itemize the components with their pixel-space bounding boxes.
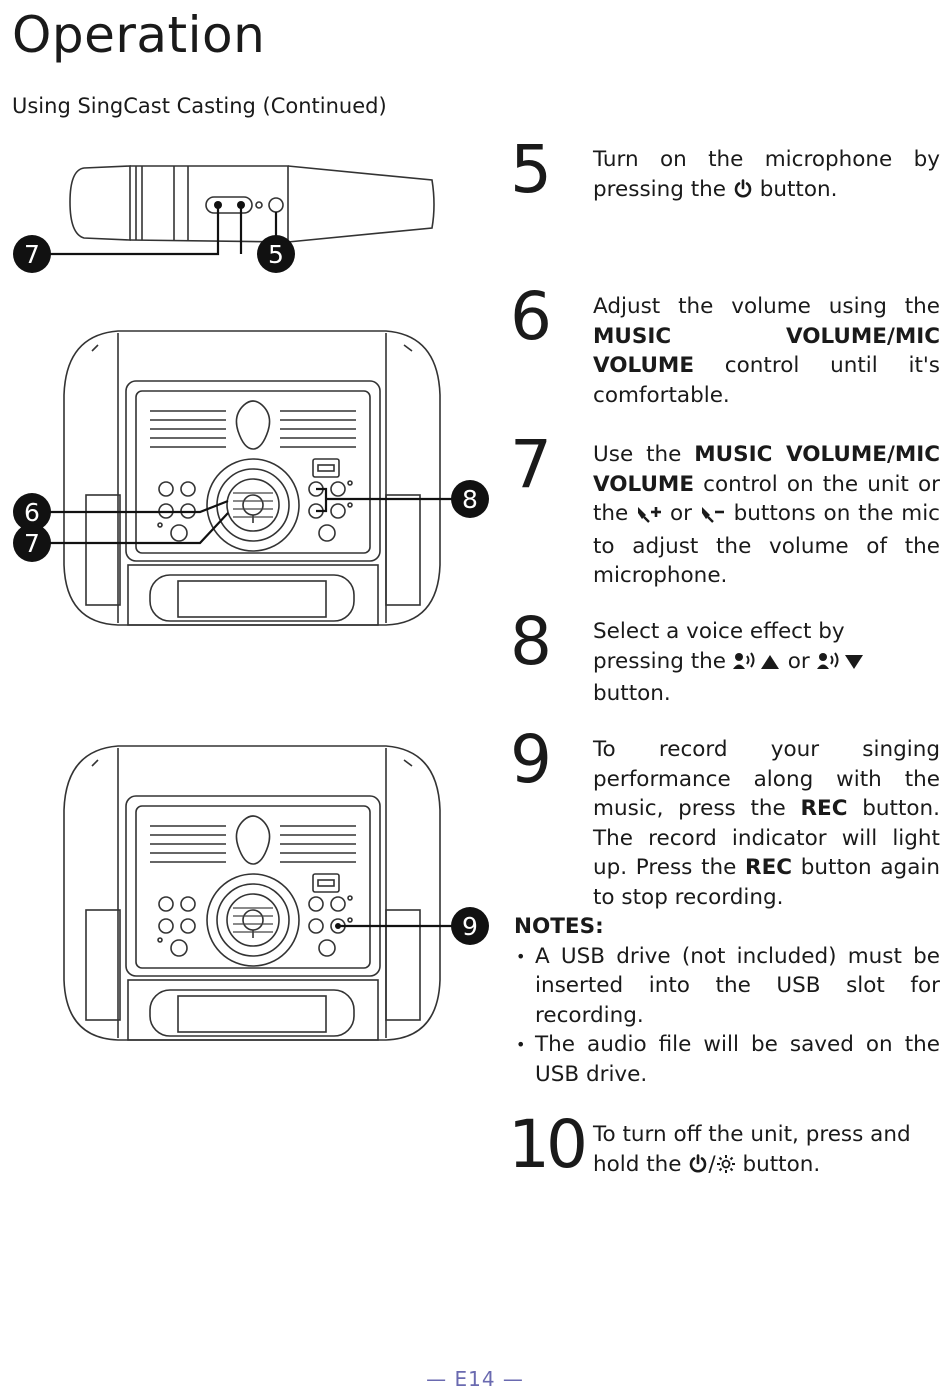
step-number: 10 <box>508 1106 588 1183</box>
step-text: Adjust the volume using the MUSIC VOLUME… <box>593 294 941 408</box>
power-icon <box>688 1153 708 1183</box>
step-number: 6 <box>510 278 552 355</box>
light-icon <box>716 1153 736 1183</box>
step-text: Use the MUSIC VOLUME/MIC VOLUME control … <box>593 442 940 588</box>
notes-section: NOTES: A USB drive (not included) must b… <box>514 912 940 1089</box>
callout-5-mic: 5 <box>268 240 284 269</box>
step-text: Select a voice effect by pressing the or… <box>593 617 940 709</box>
callout-9: 9 <box>462 912 478 941</box>
step-text: To turn off the unit, press and hold the… <box>593 1120 940 1182</box>
page-number: — E14 — <box>426 1367 524 1389</box>
step-number: 5 <box>510 131 552 208</box>
callout-6: 6 <box>24 498 40 527</box>
voice-effect-down-icon <box>816 650 865 680</box>
note-item: A USB drive (not included) must be inser… <box>514 942 940 1031</box>
step-number: 8 <box>510 603 552 680</box>
step-text: Turn on the microphone by pressing the b… <box>593 145 940 207</box>
mic-plus-icon <box>636 502 662 532</box>
microphone-figure: 7 5 <box>0 150 450 280</box>
notes-title: NOTES: <box>514 914 604 939</box>
voice-effect-up-icon <box>732 650 781 680</box>
step-number: 7 <box>510 426 552 503</box>
unit-figure-top: 6 7 8 <box>0 325 500 640</box>
page-subtitle: Using SingCast Casting (Continued) <box>12 94 387 118</box>
callout-7-mic: 7 <box>24 240 40 269</box>
mic-minus-icon <box>700 502 726 532</box>
page-title: Operation <box>12 6 266 64</box>
unit-figure-bottom: 9 <box>0 740 500 1055</box>
note-item: The audio file will be saved on the USB … <box>514 1030 940 1089</box>
step-number: 9 <box>510 721 552 798</box>
step-text: To record your singing performance along… <box>593 737 940 910</box>
callout-8: 8 <box>462 485 478 514</box>
callout-7-unit: 7 <box>24 529 40 558</box>
power-icon <box>733 178 753 208</box>
